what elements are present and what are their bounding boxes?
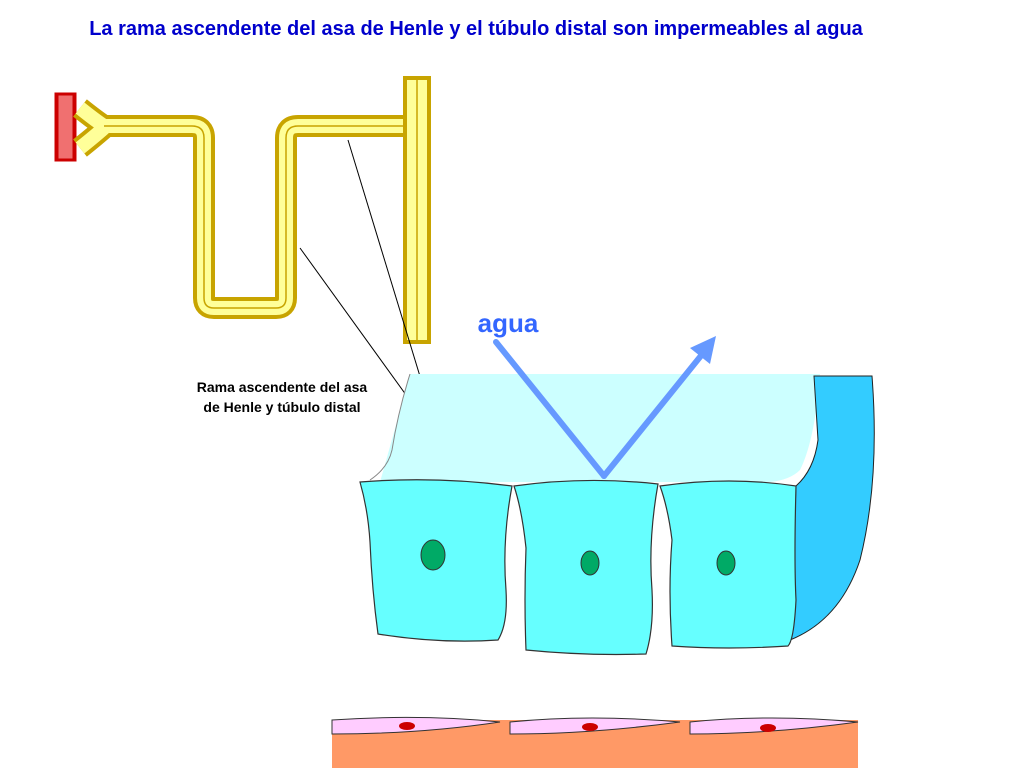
nucleus-2 <box>580 550 600 576</box>
water-label: agua <box>478 308 539 338</box>
arrow-head-icon <box>690 336 716 364</box>
blood-vessel <box>54 92 77 162</box>
capillary <box>331 716 859 768</box>
interstitium <box>789 375 875 641</box>
water-arrows <box>493 336 716 479</box>
collecting-duct <box>403 76 431 344</box>
tubule-lumen <box>369 373 820 482</box>
segment-label-line2: de Henle y túbulo distal <box>203 399 360 415</box>
epithelial-cells <box>359 479 797 656</box>
endothelial-nucleus-3 <box>760 724 776 732</box>
nucleus-1 <box>420 539 446 571</box>
nucleus-3 <box>716 550 736 576</box>
endothelial-nucleus-1 <box>399 722 415 730</box>
segment-label-line1: Rama ascendente del asa <box>197 379 368 395</box>
slide-title: La rama ascendente del asa de Henle y el… <box>89 18 863 40</box>
endothelial-nucleus-2 <box>582 723 598 731</box>
endothelial-cell-1 <box>331 716 501 735</box>
nephron-tubule <box>73 99 416 319</box>
